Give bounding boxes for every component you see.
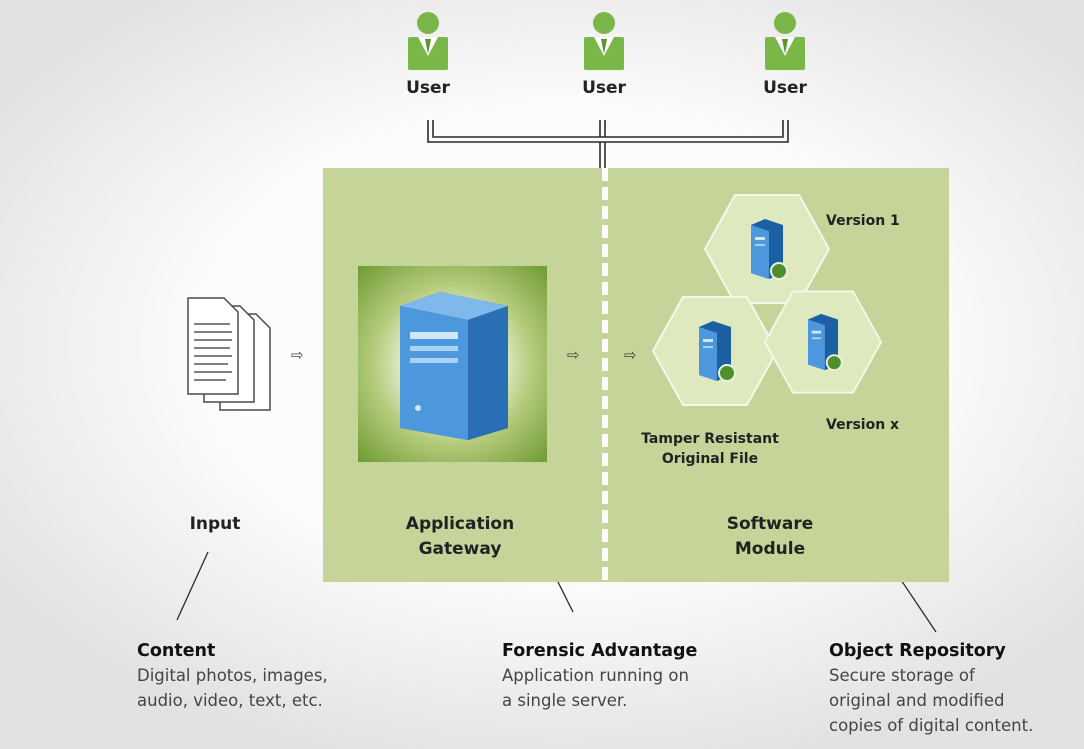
content-desc-line1: Digital photos, images,: [137, 666, 328, 686]
repository-desc-line3: copies of digital content.: [829, 715, 1034, 735]
forensic-desc-line1: Application running on: [502, 666, 689, 686]
user-icon: [584, 12, 624, 70]
forensic-callout: Forensic Advantage Application running o…: [502, 638, 697, 714]
user-label: User: [582, 78, 626, 98]
gateway-label: Application Gateway: [385, 512, 535, 561]
version-1-hexagon: [703, 194, 831, 304]
flow-arrow-2: ⇨: [567, 346, 580, 364]
version-1-label: Version 1: [826, 213, 900, 229]
flow-arrow-1: ⇨: [291, 346, 304, 364]
repository-callout: Object Repository Secure storage of orig…: [829, 638, 1033, 739]
version-x-hexagon: [763, 290, 883, 394]
user-3: User: [725, 10, 845, 98]
forensic-title: Forensic Advantage: [502, 641, 698, 661]
leader-line-content: [176, 551, 209, 621]
server-icon: [400, 292, 508, 440]
original-file-label-line2: Original File: [661, 450, 759, 467]
user-icon: [408, 12, 448, 70]
version-x-label: Version x: [826, 417, 900, 433]
user-2: User: [544, 10, 664, 98]
gateway-label-line1: Application: [405, 514, 515, 534]
module-label-line2: Module: [734, 538, 806, 559]
module-label: Software Module: [700, 512, 840, 561]
content-title: Content: [137, 641, 216, 661]
original-file-label-line1: Tamper Resistant: [641, 431, 779, 447]
module-label-line1: Software: [726, 514, 814, 534]
users-row: User User User: [0, 0, 1084, 120]
flow-arrow-3: ⇨: [624, 346, 637, 364]
divider-gap: [598, 168, 612, 582]
user-label: User: [763, 78, 807, 98]
gateway-label-line2: Gateway: [418, 538, 502, 559]
repository-desc-line2: original and modified: [829, 691, 1005, 710]
original-file-hexagon: [651, 296, 779, 406]
input-label: Input: [189, 514, 241, 534]
user-1: User: [368, 10, 488, 98]
user-label: User: [406, 78, 450, 98]
repository-title: Object Repository: [829, 641, 1006, 661]
user-icon: [765, 12, 805, 70]
documents-icon: [187, 297, 271, 411]
content-callout: Content Digital photos, images, audio, v…: [137, 638, 328, 714]
original-file-label: Tamper Resistant Original File: [630, 430, 790, 469]
content-desc-line2: audio, video, text, etc.: [137, 691, 323, 710]
user-bracket: [427, 120, 789, 168]
forensic-desc-line2: a single server.: [502, 691, 628, 710]
repository-desc-line1: Secure storage of: [829, 666, 975, 686]
